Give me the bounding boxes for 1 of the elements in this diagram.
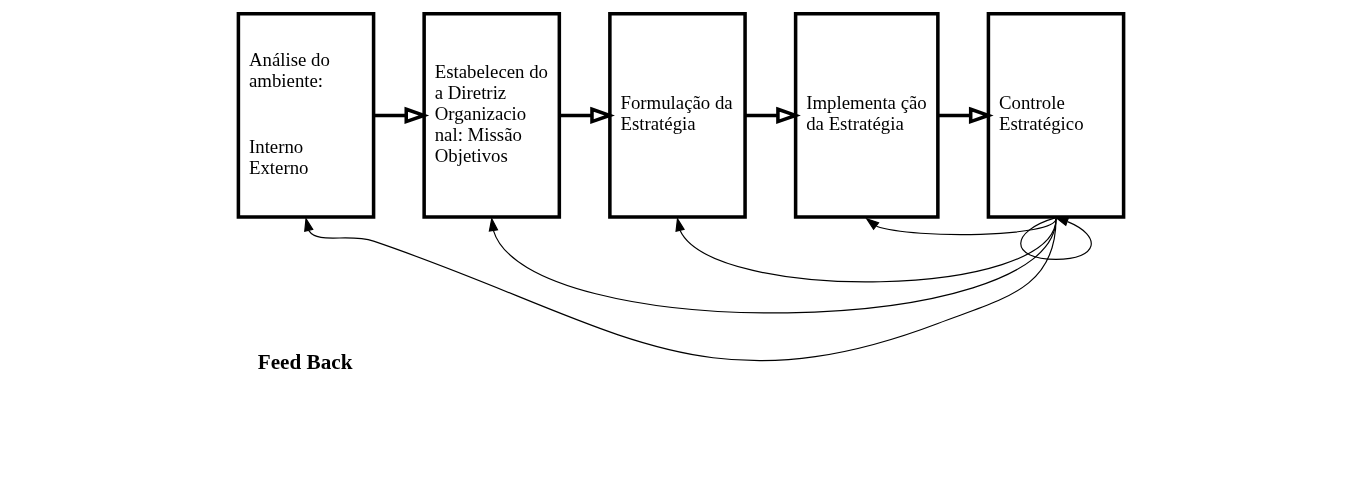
label: Feed Back bbox=[257, 349, 353, 374]
